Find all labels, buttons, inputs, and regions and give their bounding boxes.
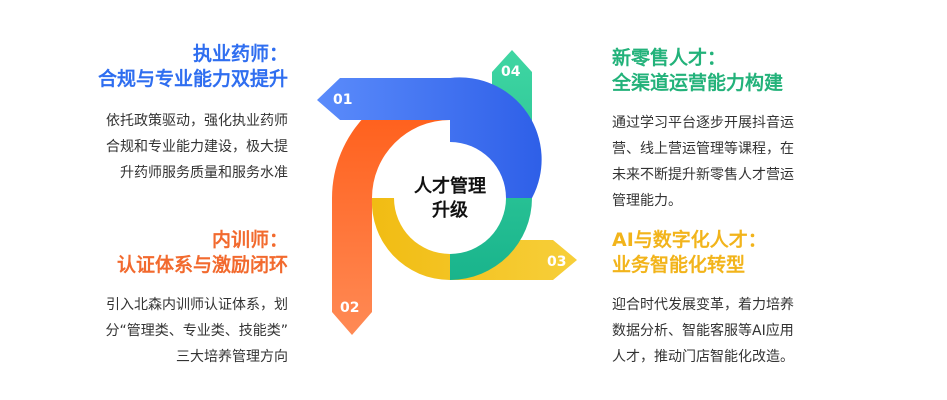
panel-trainer-title: 内训师： 认证体系与激励闭环 xyxy=(40,228,288,278)
panel-new-retail-title-line2: 全渠道运营能力构建 xyxy=(612,72,784,94)
panel-ai-digital-body-line: 人才，推动门店智能化改造。 xyxy=(612,349,794,365)
panel-new-retail-title: 新零售人才： 全渠道运营能力构建 xyxy=(612,46,862,96)
cycle-arrow-02 xyxy=(332,80,450,335)
panel-pharmacist: 执业药师： 合规与专业能力双提升 依托政策驱动，强化执业药师 合规和专业能力建设… xyxy=(52,42,288,186)
panel-new-retail-body-line: 未来不断提升新零售人才营运 xyxy=(612,167,794,183)
panel-ai-digital-body-line: 数据分析、智能客服等AI应用 xyxy=(612,323,794,339)
panel-trainer-body-line: 三大培养管理方向 xyxy=(176,349,288,365)
panel-ai-digital: AI与数字化人才： 业务智能化转型 迎合时代发展变革，着力培养 数据分析、智能客… xyxy=(612,228,862,370)
panel-ai-digital-title-line1: AI与数字化人才： xyxy=(612,229,767,251)
cycle-arrow-04-number: 04 xyxy=(501,64,521,80)
panel-pharmacist-body: 依托政策驱动，强化执业药师 合规和专业能力建设，极大提 升药师服务质量和服务水准 xyxy=(52,108,288,186)
panel-ai-digital-title-line2: 业务智能化转型 xyxy=(612,254,746,276)
panel-trainer-body-line: 引入北森内训师认证体系，划 xyxy=(106,297,288,313)
panel-new-retail-title-line1: 新零售人才： xyxy=(612,47,727,69)
panel-ai-digital-title: AI与数字化人才： 业务智能化转型 xyxy=(612,228,862,278)
cycle-arrow-03 xyxy=(371,198,577,281)
panel-trainer-body-line: 分“管理类、专业类、技能类” xyxy=(105,323,288,339)
panel-new-retail-body-line: 管理能力。 xyxy=(612,193,682,209)
panel-trainer: 内训师： 认证体系与激励闭环 引入北森内训师认证体系，划 分“管理类、专业类、技… xyxy=(40,228,288,370)
panel-pharmacist-title-line2: 合规与专业能力双提升 xyxy=(97,68,288,90)
panel-trainer-title-line1: 内训师： xyxy=(211,229,288,251)
cycle-diagram: 01 02 03 04 人才管理 升级 xyxy=(317,50,577,335)
panel-trainer-title-line2: 认证体系与激励闭环 xyxy=(116,254,288,276)
panel-pharmacist-title-line1: 执业药师： xyxy=(192,43,288,65)
cycle-arrow-03-number: 03 xyxy=(547,254,566,270)
panel-ai-digital-body: 迎合时代发展变革，着力培养 数据分析、智能客服等AI应用 人才，推动门店智能化改… xyxy=(612,292,862,370)
panel-pharmacist-body-line: 合规和专业能力建设，极大提 xyxy=(106,139,288,155)
panel-new-retail-body-line: 通过学习平台逐步开展抖音运 xyxy=(612,115,794,131)
cycle-center-title-line2: 升级 xyxy=(432,199,469,221)
panel-pharmacist-body-line: 升药师服务质量和服务水准 xyxy=(120,165,288,181)
cycle-arrow-01-number: 01 xyxy=(333,92,352,108)
panel-ai-digital-body-line: 迎合时代发展变革，着力培养 xyxy=(612,297,794,313)
panel-new-retail-body: 通过学习平台逐步开展抖音运 营、线上营运管理等课程，在 未来不断提升新零售人才营… xyxy=(612,110,862,214)
panel-new-retail: 新零售人才： 全渠道运营能力构建 通过学习平台逐步开展抖音运 营、线上营运管理等… xyxy=(612,46,862,214)
panel-pharmacist-title: 执业药师： 合规与专业能力双提升 xyxy=(52,42,288,92)
panel-pharmacist-body-line: 依托政策驱动，强化执业药师 xyxy=(106,113,288,129)
panel-trainer-body: 引入北森内训师认证体系，划 分“管理类、专业类、技能类” 三大培养管理方向 xyxy=(40,292,288,370)
cycle-arrow-02-number: 02 xyxy=(340,300,359,316)
cycle-center-title-line1: 人才管理 xyxy=(414,175,486,197)
panel-new-retail-body-line: 营、线上营运管理等课程，在 xyxy=(612,141,794,157)
cycle-center-disc xyxy=(394,142,506,254)
